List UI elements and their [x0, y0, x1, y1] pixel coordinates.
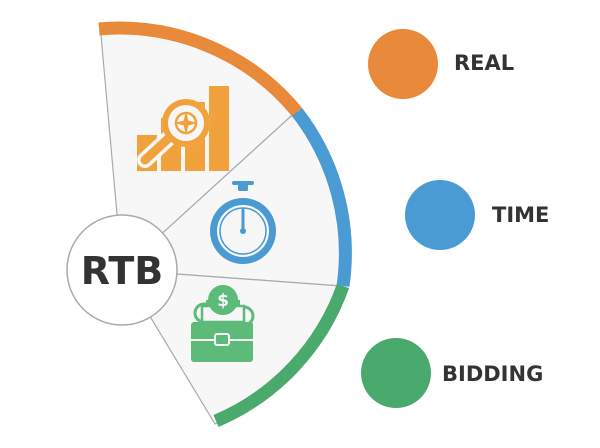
stopwatch-icon [210, 181, 276, 264]
arc-time [291, 108, 352, 287]
arc-bidding [213, 283, 350, 427]
legend-real: REAL [368, 29, 514, 99]
center-circle [66, 214, 178, 326]
legend-dot-real [368, 29, 438, 99]
svg-text:$: $ [217, 291, 229, 311]
money-briefcase-icon: $ [191, 285, 255, 362]
legend-dot-time [405, 180, 475, 250]
legend-label-bidding: BIDDING [442, 362, 543, 386]
center-label: RTB [81, 249, 163, 293]
arc-real [98, 21, 303, 117]
legend-bidding: BIDDING [361, 338, 543, 408]
legend-time: TIME [405, 180, 549, 250]
legend-dot-bidding [361, 338, 431, 408]
legend-label-real: REAL [454, 51, 514, 75]
legend-label-time: TIME [492, 203, 549, 227]
chart-magnifier-compass-icon [137, 86, 229, 171]
